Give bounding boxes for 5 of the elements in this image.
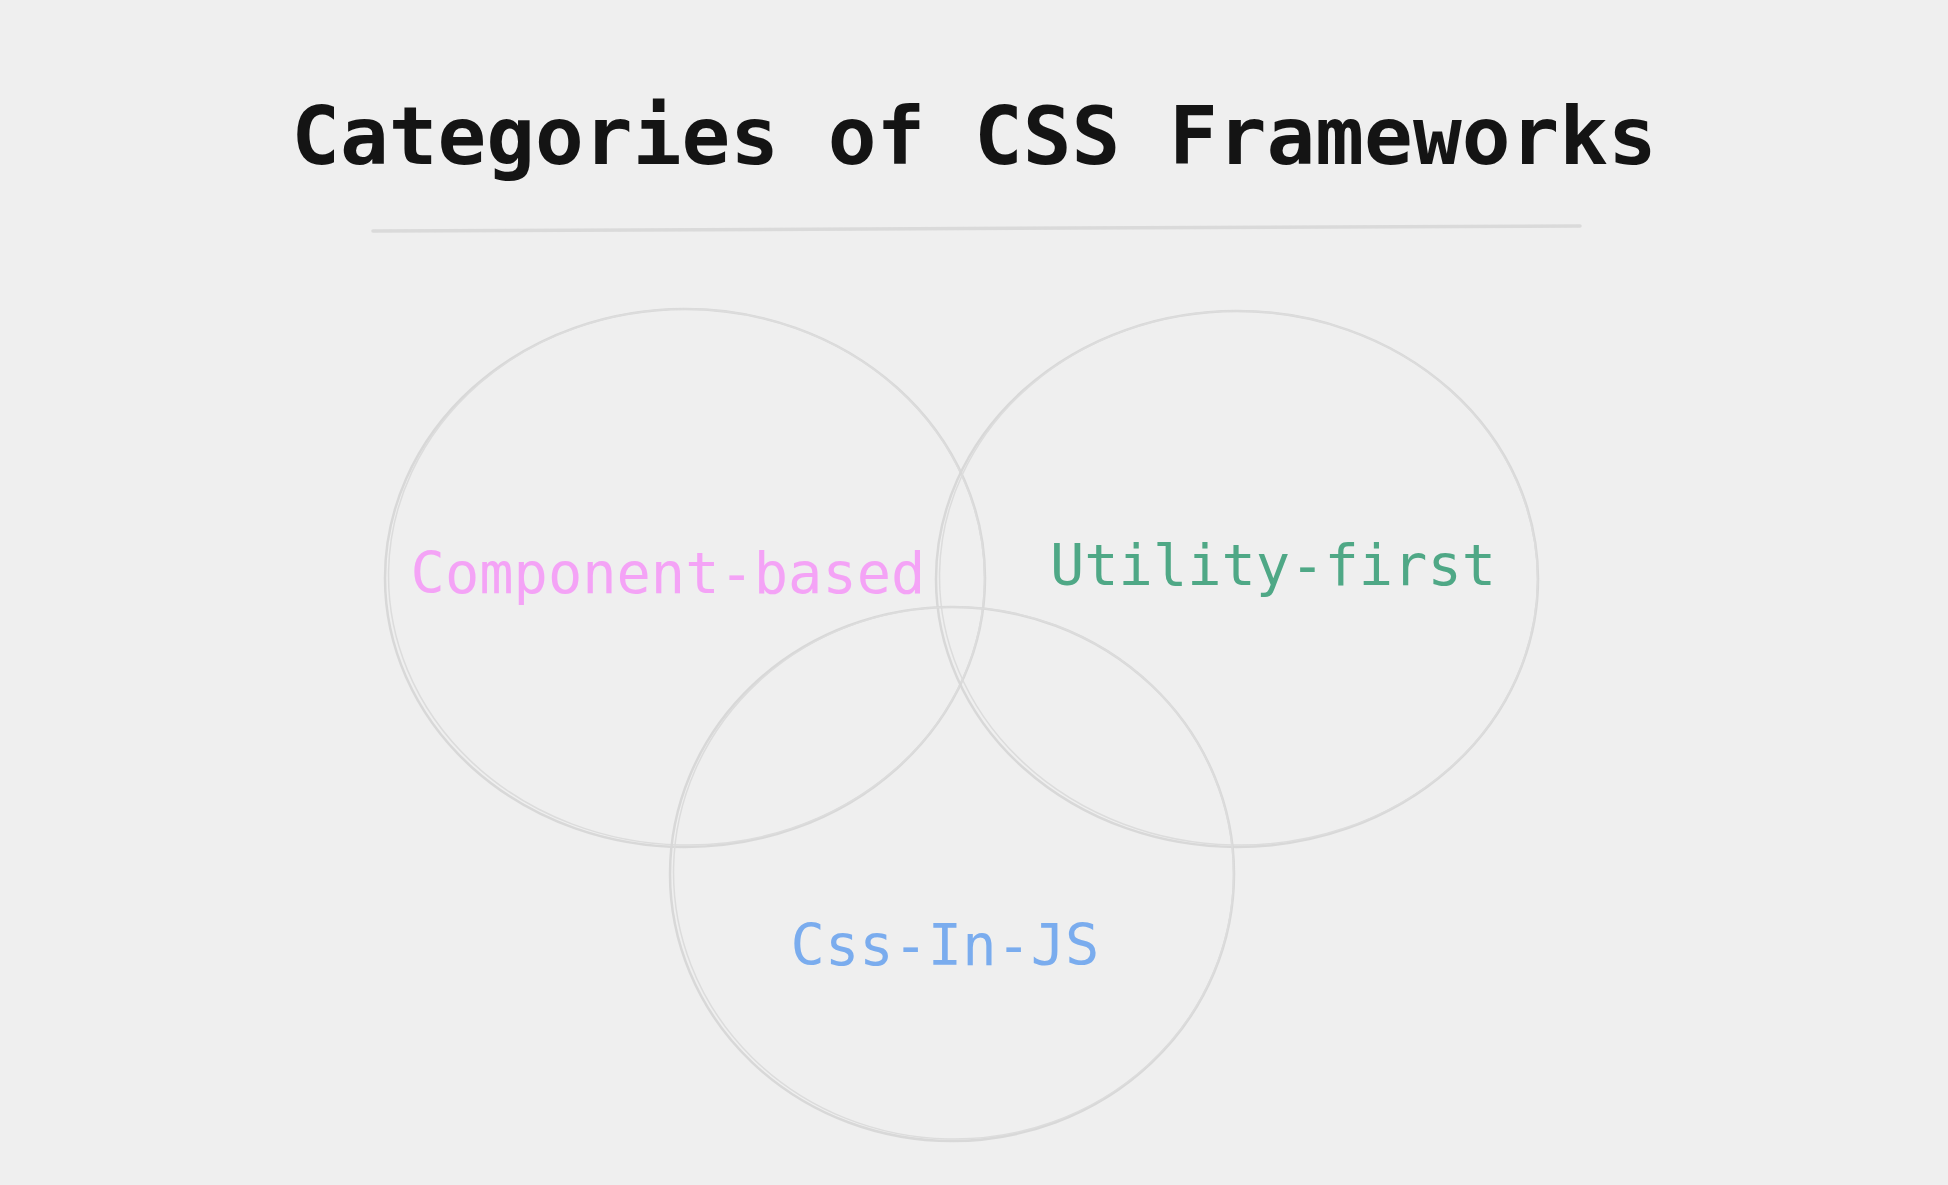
category-label: Utility-first [1049, 533, 1497, 599]
venn-circle [934, 309, 1540, 849]
category-label: Css-In-JS [790, 913, 1100, 979]
venn-circle [668, 605, 1236, 1143]
category-label: Component-based [410, 541, 926, 607]
